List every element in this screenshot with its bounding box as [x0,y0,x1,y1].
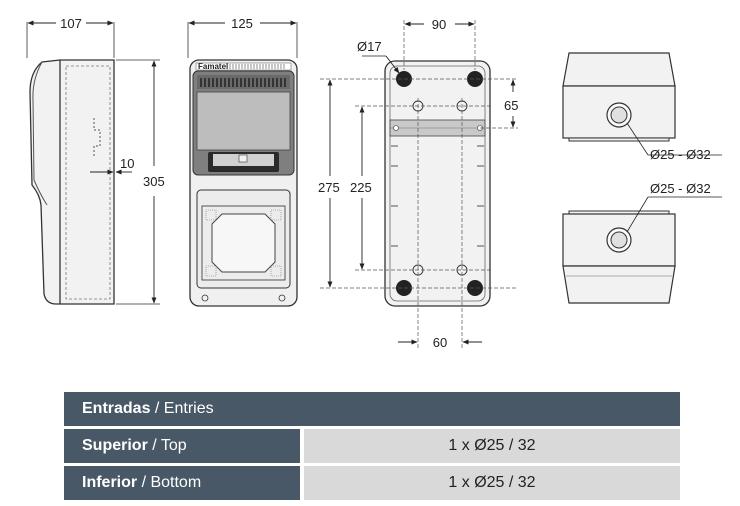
row-label-es: Inferior [82,474,138,491]
dim-entry-top: Ø25 - Ø32 [650,147,711,162]
dim-entry-bottom: Ø25 - Ø32 [650,181,711,196]
table-row: Superior / Top 1 x Ø25 / 32 [64,429,680,463]
dim-hole-spacing-bottom: 60 [433,335,447,350]
row-label-es: Superior [82,437,148,454]
dim-hole-spacing-top: 90 [432,17,446,32]
dim-hole-diameter: Ø17 [357,39,382,54]
dim-total-height: 305 [143,174,165,189]
dim-side-depth: 107 [60,16,82,31]
top-entry-view: Ø25 - Ø32 [562,52,722,162]
bottom-entry-view: Ø25 - Ø32 [562,181,722,304]
technical-drawing: 107 10 305 [26,16,722,350]
dim-front-width: 125 [231,16,253,31]
row-label: Superior / Top [64,429,304,463]
row-label-en: / Top [147,437,187,454]
back-view: 90 Ø17 65 275 225 60 [318,17,518,350]
row-value: 1 x Ø25 / 32 [304,429,680,463]
front-view: Famatel 125 [187,16,298,307]
table-header-row: Entradas / Entries [64,392,680,426]
side-view: 107 10 305 [26,16,165,305]
dim-top-offset: 65 [504,98,518,113]
table-header: Entradas / Entries [64,392,680,426]
header-title-es: Entradas [82,400,151,417]
dim-hole-vertical-275: 275 [318,180,340,195]
entries-table: Entradas / Entries Superior / Top 1 x Ø2… [64,392,680,503]
row-label: Inferior / Bottom [64,466,304,500]
table-row: Inferior / Bottom 1 x Ø25 / 32 [64,466,680,500]
brand-logo: Famatel [198,62,228,71]
header-title-en: / Entries [150,400,214,417]
row-value: 1 x Ø25 / 32 [304,466,680,500]
dim-wall-offset: 10 [120,156,134,171]
row-label-en: / Bottom [137,474,202,491]
dim-hole-vertical-225: 225 [350,180,372,195]
